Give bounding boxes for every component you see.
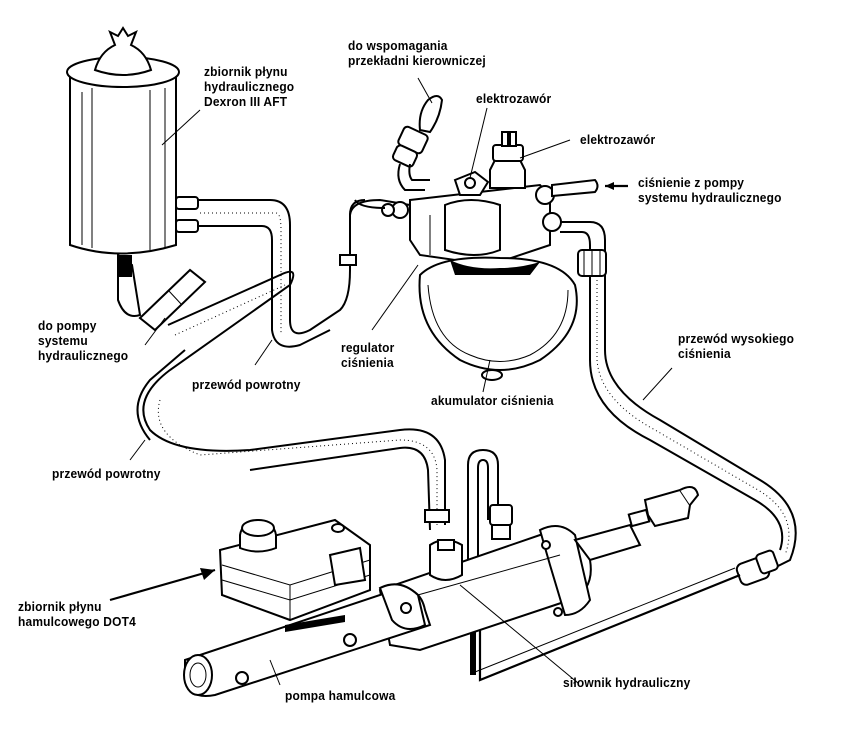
label-line: przekładni kierowniczej [348,53,486,68]
master-cylinder [183,583,432,697]
label-line: hamulcowego DOT4 [18,614,136,629]
label-line: do pompy [38,318,97,333]
label-solenoid-valve-2: elektrozawór [580,132,655,147]
pressure-input-pipe [551,178,628,198]
label-line: elektrozawór [580,132,656,147]
label-line: zbiornik płynu [18,599,102,614]
label-hydraulic-actuator: siłownik hydrauliczny [563,675,690,690]
leader-lines [109,77,673,686]
label-line: systemu [38,333,88,348]
solenoid-valve-1 [453,170,490,196]
pressure-regulator [349,183,562,267]
label-line: elektrozawór [476,91,552,106]
label-return-line-2: przewód powrotny [52,466,161,481]
label-line: ciśnienie z pompy [638,175,745,190]
label-line: zbiornik płynu [204,64,288,79]
label-pressure-regulator: regulator ciśnienia [341,340,395,370]
label-line: systemu hydraulicznego [638,190,782,205]
label-pressure-accumulator: akumulator ciśnienia [431,393,554,408]
label-line: hydraulicznego [38,348,129,363]
label-line: akumulator ciśnienia [431,393,554,408]
label-line: przewód wysokiego [678,331,795,346]
label-brake-fluid-reservoir: zbiornik płynu hamulcowego DOT4 [18,599,136,629]
label-to-pump: do pompy systemu hydraulicznego [38,318,128,363]
label-line: regulator [341,340,395,355]
label-to-steering-assist: do wspomagania przekładni kierowniczej [348,38,486,68]
label-line: do wspomagania [348,38,448,53]
label-line: siłownik hydrauliczny [563,675,691,690]
pressure-accumulator [418,256,578,381]
return-hose-lower [136,270,450,531]
hydraulic-fluid-reservoir [66,26,207,332]
label-line: Dexron III AFT [204,94,288,109]
label-line: hydraulicznego [204,79,295,94]
label-line: pompa hamulcowa [285,688,396,703]
hydraulic-actuator [378,485,700,652]
label-high-pressure-line: przewód wysokiego ciśnienia [678,331,794,361]
label-pressure-from-pump: ciśnienie z pompy systemu hydraulicznego [638,175,782,205]
u-pipe [467,448,513,560]
label-line: ciśnienia [341,355,394,370]
steering-assist-pipe [391,95,444,191]
return-hose-upper [198,198,411,348]
label-solenoid-valve-1: elektrozawór [476,91,551,106]
solenoid-valve-2 [489,131,526,189]
label-master-cylinder: pompa hamulcowa [285,688,395,703]
label-line: przewód powrotny [52,466,161,481]
label-line: przewód powrotny [192,377,301,392]
label-return-line-1: przewód powrotny [192,377,301,392]
high-pressure-hose [470,221,797,682]
label-hydraulic-fluid-reservoir: zbiornik płynu hydraulicznego Dexron III… [204,64,294,109]
brake-fluid-reservoir [218,518,371,622]
label-line: ciśnienia [678,346,731,361]
